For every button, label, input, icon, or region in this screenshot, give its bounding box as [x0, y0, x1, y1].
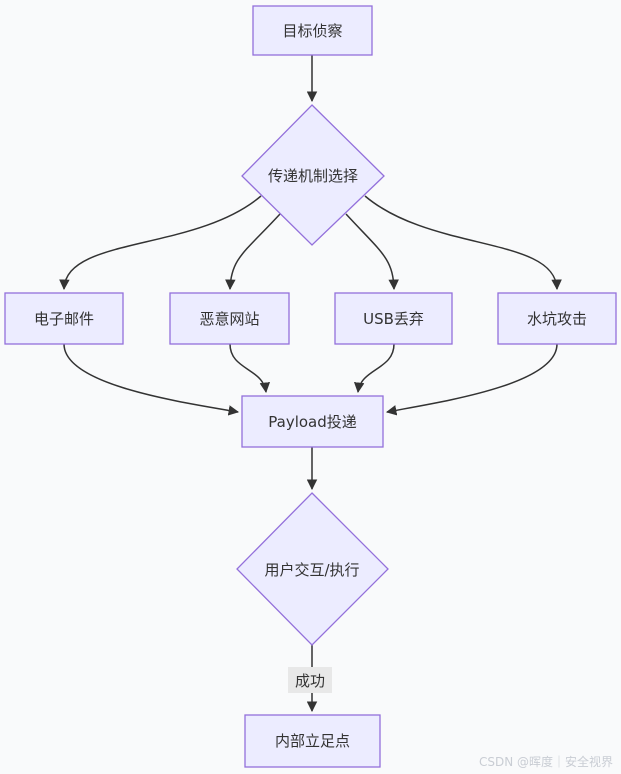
node-delivery-choice-label: 传递机制选择	[268, 167, 358, 185]
edge-label-success: 成功	[288, 667, 332, 693]
node-usb-drop: USB丢弃	[334, 292, 453, 345]
node-user-interaction-diamond	[236, 492, 389, 646]
node-foothold: 内部立足点	[244, 714, 381, 768]
node-usb-drop-label: USB丢弃	[363, 310, 424, 328]
node-malicious-site: 恶意网站	[169, 292, 290, 345]
edge-malicious-site-to-payload	[229, 343, 271, 394]
node-email-box	[4, 292, 124, 345]
edges	[59, 55, 562, 713]
edge-delivery-choice-to-watering-hole	[364, 195, 562, 291]
node-recon: 目标侦察	[252, 5, 373, 56]
node-user-interaction: 用户交互/执行	[236, 492, 389, 646]
node-email: 电子邮件	[4, 292, 124, 345]
node-watering-hole: 水坑攻击	[497, 292, 617, 345]
node-foothold-label: 内部立足点	[275, 732, 350, 750]
edge-label-background	[288, 667, 332, 693]
watermark: CSDN @晖度｜安全视界	[479, 754, 613, 769]
node-malicious-site-box	[169, 292, 290, 345]
edge-watering-hole-to-payload	[385, 343, 558, 416]
node-delivery-choice: 传递机制选择	[241, 104, 385, 246]
edge-delivery-choice-to-usb-drop	[345, 213, 399, 291]
node-delivery-choice-diamond	[241, 104, 385, 246]
node-malicious-site-label: 恶意网站	[199, 310, 259, 328]
node-recon-label: 目标侦察	[282, 22, 342, 40]
node-payload: Payload投递	[241, 395, 384, 448]
node-payload-label: Payload投递	[268, 413, 357, 431]
edge-delivery-choice-to-malicious-site	[225, 213, 281, 291]
node-email-label: 电子邮件	[34, 310, 94, 328]
node-watering-hole-label: 水坑攻击	[527, 310, 587, 328]
edge-delivery-choice-to-email	[59, 195, 262, 291]
node-payload-box	[241, 395, 384, 448]
edge-label-text: 成功	[295, 672, 325, 690]
node-usb-drop-box	[334, 292, 453, 345]
node-user-interaction-label: 用户交互/执行	[264, 561, 359, 579]
node-foothold-box	[244, 714, 381, 768]
edge-usb-drop-to-payload	[353, 343, 395, 394]
node-recon-box	[252, 5, 373, 56]
edge-email-to-payload	[63, 343, 240, 416]
node-watering-hole-box	[497, 292, 617, 345]
